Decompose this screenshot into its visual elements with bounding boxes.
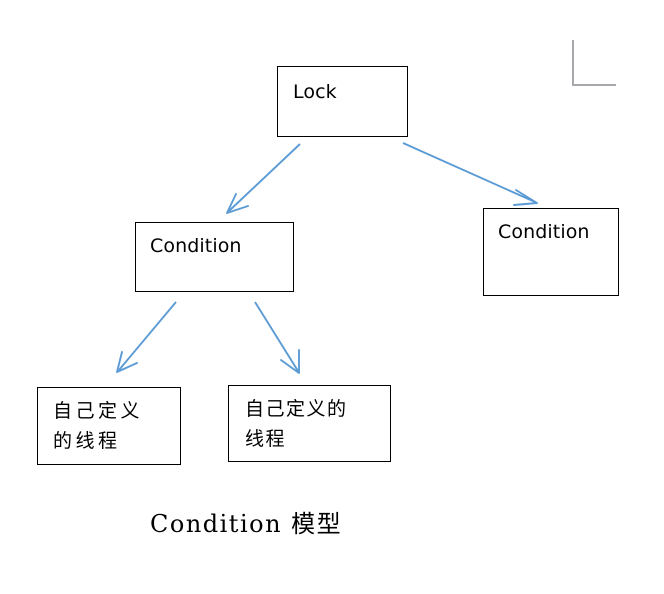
edge-lock-to-condition-left — [226, 143, 301, 214]
edge-lock-to-condition-right — [402, 142, 538, 206]
edge-condition-left-to-thread-right — [254, 301, 300, 374]
diagram-caption: Condition 模型 — [150, 510, 343, 538]
node-custom-thread-left[interactable]: 自己定义 的线程 — [37, 387, 181, 465]
node-custom-thread-right[interactable]: 自己定义的 线程 — [228, 385, 391, 462]
node-condition-left[interactable]: Condition — [135, 222, 294, 292]
node-condition-right[interactable]: Condition — [483, 208, 619, 296]
node-condition-right-label: Condition — [498, 221, 590, 243]
node-custom-thread-left-label: 自己定义 的线程 — [53, 400, 144, 452]
node-lock-label: Lock — [293, 81, 337, 103]
edge-condition-left-to-thread-left — [116, 301, 177, 373]
node-condition-left-label: Condition — [150, 235, 242, 257]
node-lock[interactable]: Lock — [277, 66, 408, 137]
corner-crop-mark — [572, 40, 616, 86]
node-custom-thread-right-label: 自己定义的 线程 — [245, 398, 348, 450]
